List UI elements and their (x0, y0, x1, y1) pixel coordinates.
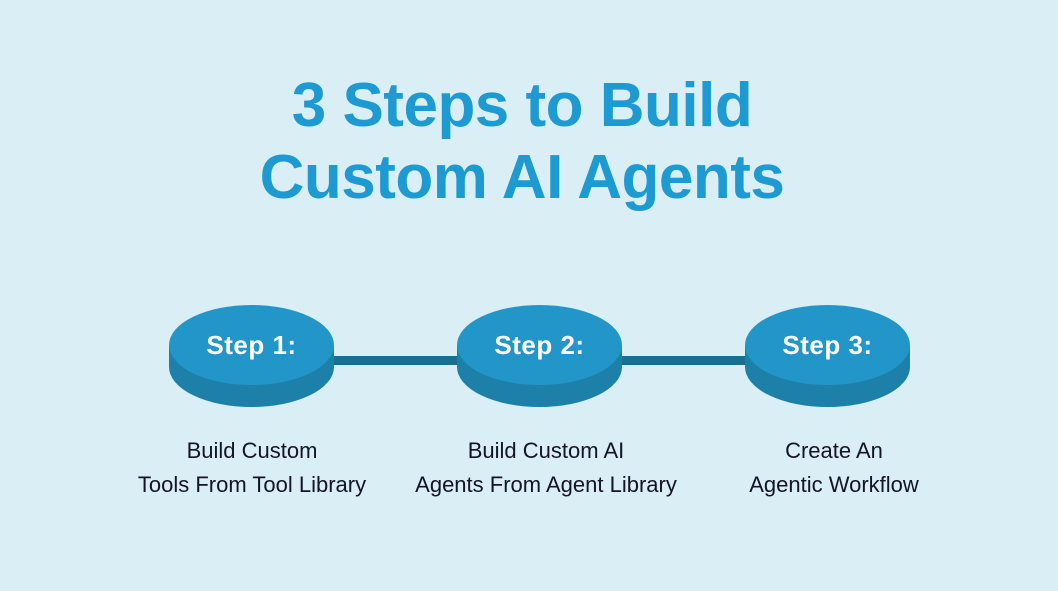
step-3-description-line2: Agentic Workflow (749, 472, 919, 497)
step-3-cylinder-top: Step 3: (745, 305, 910, 385)
step-2-cylinder: Step 2: (457, 305, 622, 407)
step-1-cylinder-top: Step 1: (169, 305, 334, 385)
step-3-cylinder: Step 3: (745, 305, 910, 407)
step-2-description: Build Custom AI Agents From Agent Librar… (386, 434, 706, 502)
step-2-label: Step 2: (494, 329, 585, 360)
step-3-label: Step 3: (782, 329, 873, 360)
step-1-cylinder: Step 1: (169, 305, 334, 407)
step-1-description: Build Custom Tools From Tool Library (92, 434, 412, 502)
step-1-label: Step 1: (206, 329, 297, 360)
step-3-description: Create An Agentic Workflow (674, 434, 994, 502)
page-title-line1: 3 Steps to Build (291, 71, 753, 140)
page-title-line2: Custom AI Agents (259, 143, 785, 212)
step-3-description-line1: Create An (785, 438, 883, 463)
step-2-description-line2: Agents From Agent Library (415, 472, 677, 497)
step-1-description-line2: Tools From Tool Library (137, 472, 367, 497)
step-2-cylinder-top: Step 2: (457, 305, 622, 385)
step-1-description-line1: Build Custom (186, 438, 318, 463)
step-2-description-line1: Build Custom AI (467, 438, 625, 463)
page-title: 3 Steps to Build Custom AI Agents (0, 70, 1044, 214)
